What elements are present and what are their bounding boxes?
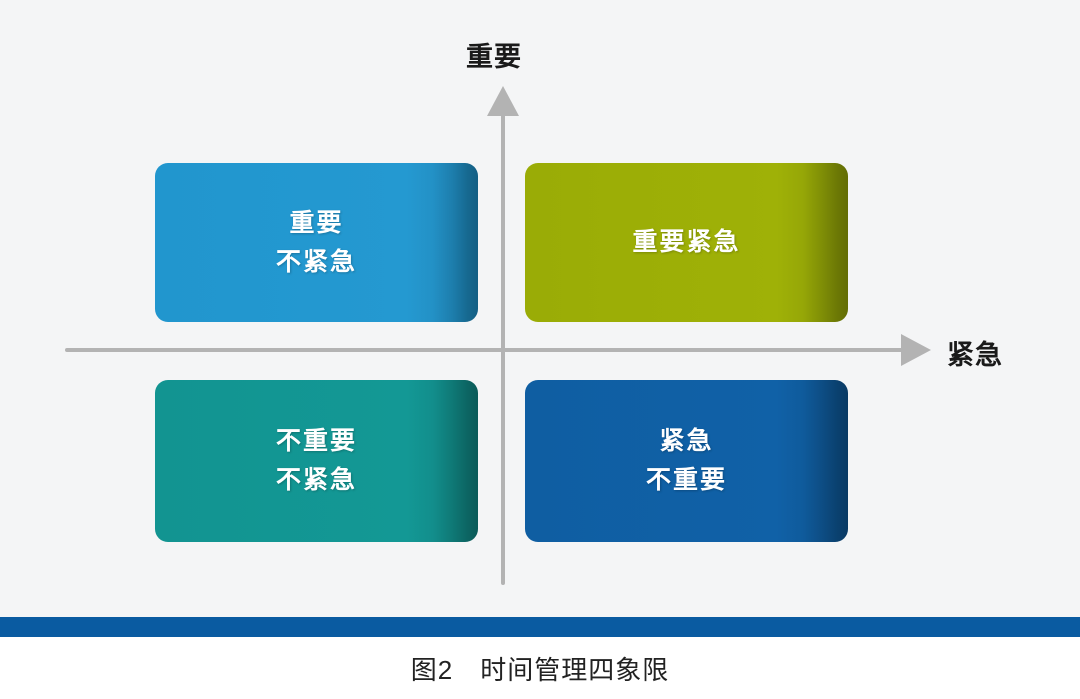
quadrant-label-line: 不紧急 (275, 247, 357, 276)
quadrant-not-important-not-urgent[interactable]: 不重要 不紧急 (155, 380, 478, 542)
arrow-right-icon (901, 334, 931, 366)
axis-label-important: 重要 (466, 42, 522, 72)
quadrant-important-urgent[interactable]: 重要紧急 (525, 163, 848, 322)
quadrant-label-line: 紧急 (659, 427, 714, 456)
quadrant-label-line: 重要紧急 (632, 228, 741, 257)
quadrant-label-line: 不重要 (275, 427, 357, 456)
figure-caption-area: 图2 时间管理四象限 (0, 637, 1080, 699)
horizontal-axis-line (65, 348, 905, 352)
vertical-axis-line (501, 108, 505, 585)
axis-label-urgent: 紧急 (947, 340, 1003, 370)
quadrant-label-line: 不重要 (645, 466, 727, 494)
quadrant-label-line: 重要 (289, 208, 344, 237)
divider-rule (0, 617, 1080, 637)
diagram-canvas: 重要 紧急 重要 不紧急 重要紧急 不重要 不紧急 紧急 不重要 (65, 42, 1003, 585)
arrow-up-icon (487, 86, 519, 116)
quadrant-urgent-not-important[interactable]: 紧急 不重要 (525, 380, 848, 542)
figure-caption: 图2 时间管理四象限 (410, 654, 670, 685)
quadrant-label-line: 不紧急 (275, 466, 357, 494)
quadrant-important-not-urgent[interactable]: 重要 不紧急 (155, 163, 478, 322)
